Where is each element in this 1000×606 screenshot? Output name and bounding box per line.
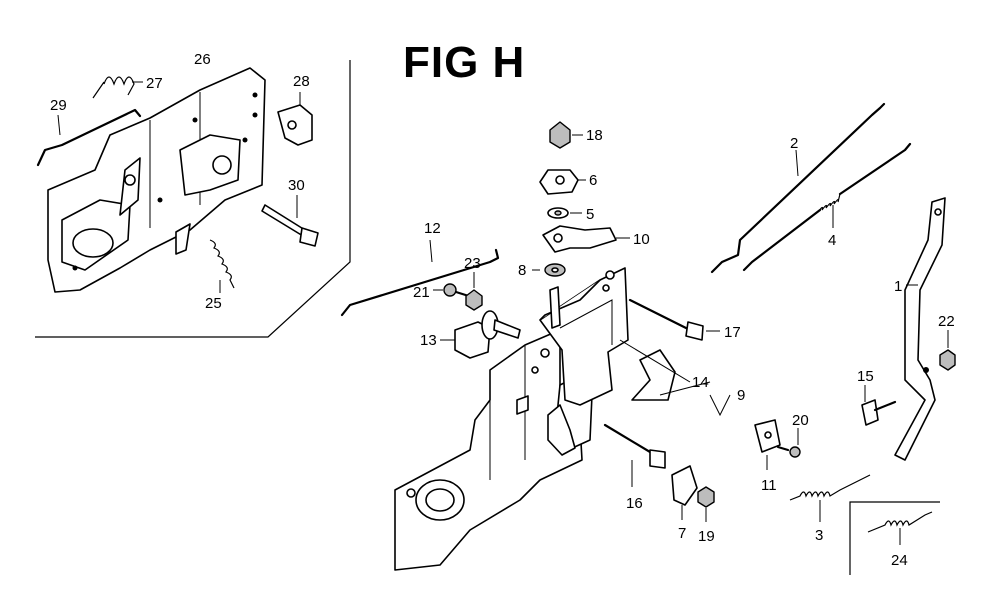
- callout-15: 15: [857, 368, 874, 385]
- callout-8: 8: [518, 262, 526, 279]
- part-1-lever: [894, 197, 946, 461]
- callout-27: 27: [146, 75, 163, 92]
- callout-12: 12: [424, 220, 441, 237]
- part-2-rod: [710, 102, 886, 274]
- part-25-spring: [209, 239, 235, 293]
- part-4-spring: [742, 142, 912, 272]
- callout-2: 2: [790, 135, 798, 152]
- callout-5: 5: [586, 206, 594, 223]
- part-24-inset: [849, 501, 940, 575]
- part-19-nut: [697, 486, 715, 522]
- callout-13: 13: [420, 332, 437, 349]
- part-18-nut: [549, 121, 583, 149]
- callout-3: 3: [815, 527, 823, 544]
- callout-7: 7: [678, 525, 686, 542]
- part-16-bolt: [603, 423, 666, 487]
- part-7-plate: [671, 465, 698, 520]
- callout-29: 29: [50, 97, 67, 114]
- callout-25: 25: [205, 295, 222, 312]
- part-11-bracket: [754, 419, 781, 470]
- callout-14: 14: [692, 374, 709, 391]
- callout-4: 4: [828, 232, 836, 249]
- callout-10: 10: [633, 231, 650, 248]
- callout-1: 1: [894, 278, 902, 295]
- part-28-bracket: [277, 92, 313, 146]
- callout-20: 20: [792, 412, 809, 429]
- callout-9: 9: [737, 387, 745, 404]
- main-control-plate: [394, 329, 593, 571]
- callout-labels: 26 27 29 28 30 25 18 6 5 10 8 12 23 21 1…: [50, 51, 955, 569]
- part-10-lever: [542, 225, 630, 253]
- part-13-clamp: [440, 310, 521, 359]
- part-14-bracket: [619, 339, 731, 417]
- part-3-spring: [789, 474, 871, 522]
- governor-shaft: [549, 286, 561, 329]
- inset-panel: [35, 60, 351, 338]
- callout-19: 19: [698, 528, 715, 545]
- callout-28: 28: [293, 73, 310, 90]
- part-5-washer: [547, 207, 582, 219]
- part-20-screw: [776, 428, 801, 458]
- callout-23: 23: [464, 255, 481, 272]
- part-15-bolt: [861, 385, 897, 426]
- part-8-washer: [532, 263, 566, 277]
- part-17-bolt: [628, 298, 720, 341]
- part-22-nut: [939, 330, 956, 371]
- callout-22: 22: [938, 313, 955, 330]
- callout-16: 16: [626, 495, 643, 512]
- part-23-nut: [465, 272, 483, 311]
- callout-30: 30: [288, 177, 305, 194]
- callout-26: 26: [194, 51, 211, 68]
- callout-17: 17: [724, 324, 741, 341]
- callout-21: 21: [413, 284, 430, 301]
- callout-24: 24: [891, 552, 908, 569]
- part-30-bolt: [261, 195, 319, 247]
- callout-11: 11: [761, 477, 777, 494]
- callout-18: 18: [586, 127, 603, 144]
- part-29-rod: [36, 108, 142, 167]
- part-6-plate: [539, 169, 586, 195]
- part-12-rod: [340, 239, 500, 317]
- part-27-spring: [92, 76, 143, 99]
- figure-title: FIG H: [403, 38, 526, 87]
- callout-6: 6: [589, 172, 597, 189]
